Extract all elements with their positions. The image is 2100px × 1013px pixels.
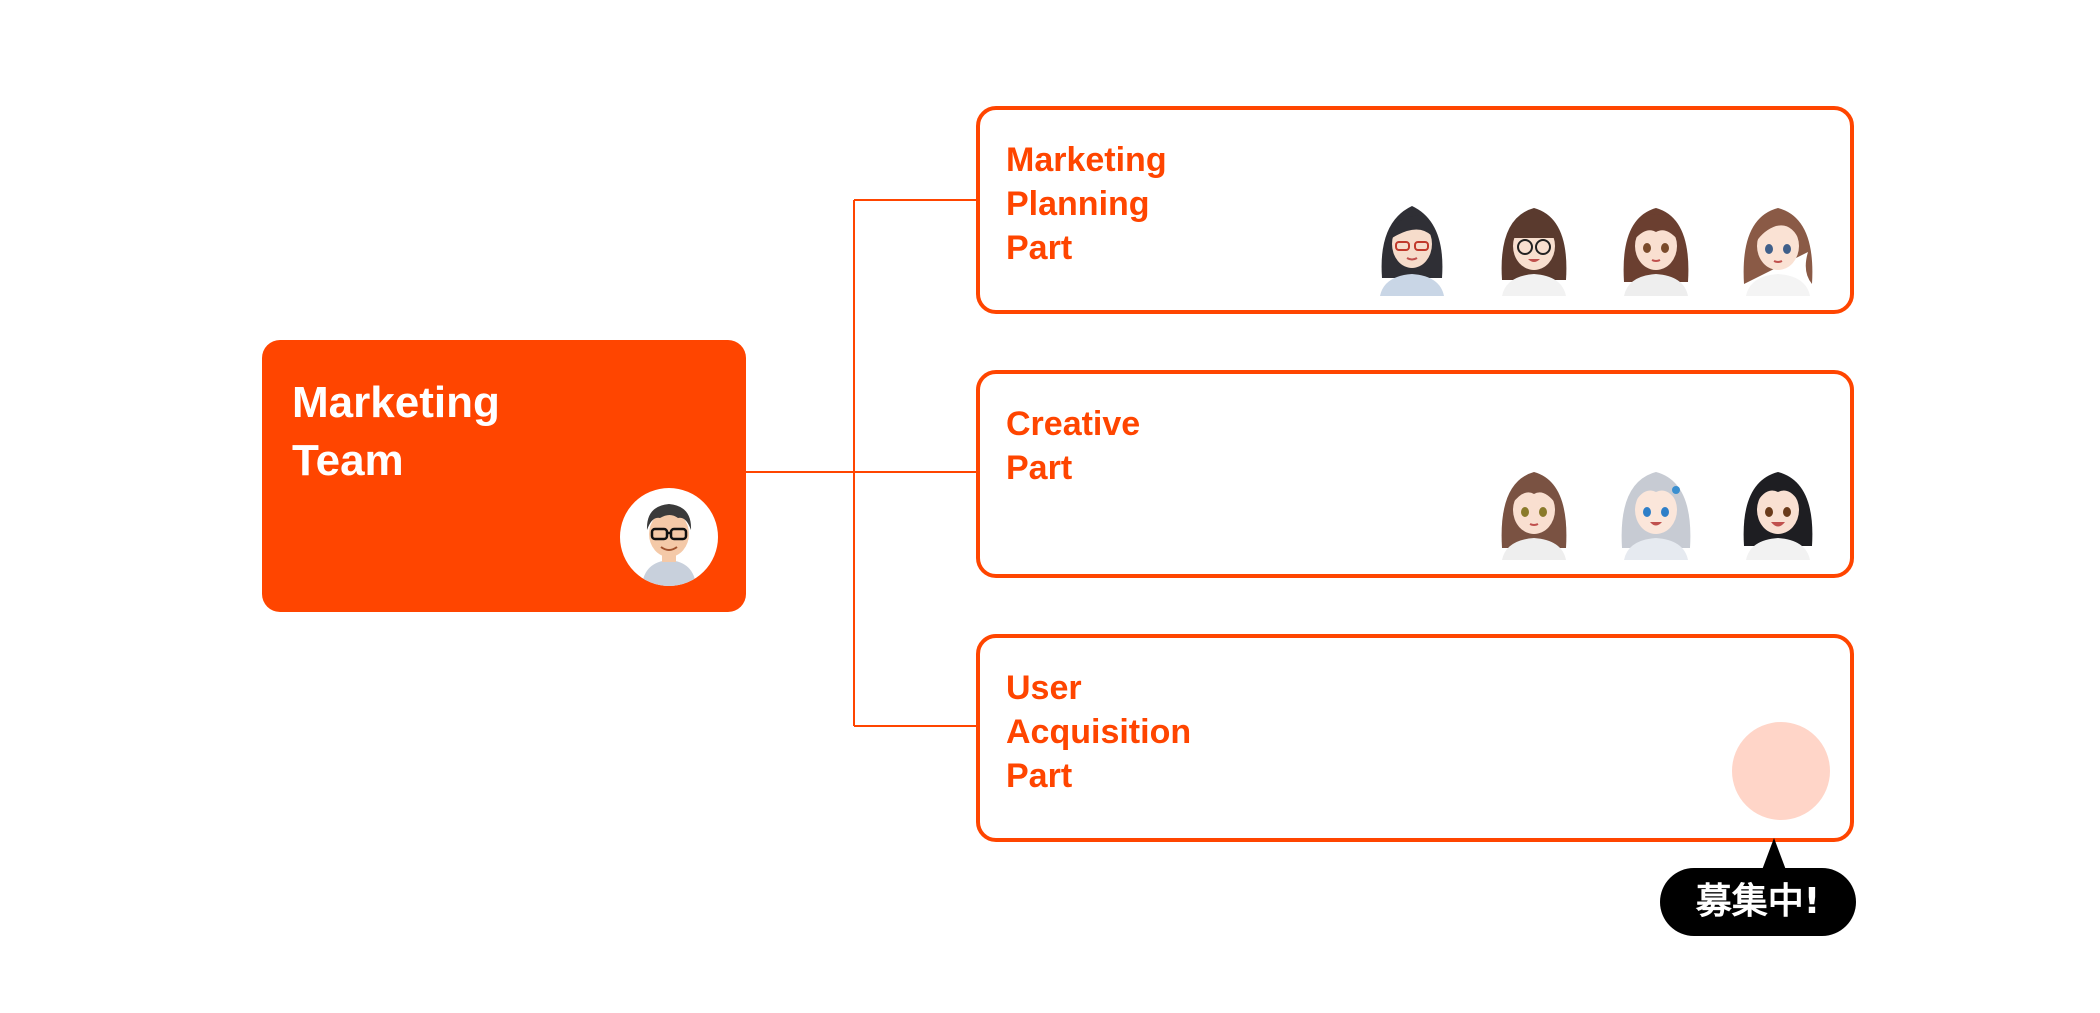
part-title-line: Part (1006, 757, 1073, 795)
part-title-line: Creative (1006, 405, 1141, 443)
user-acquisition-part-box: User Acquisition Part (976, 634, 1854, 842)
member-avatars (1366, 192, 1824, 296)
recruiting-badge-tail (1762, 838, 1786, 870)
creative-part-box: Creative Part (976, 370, 1854, 578)
team-title: Marketing Team (292, 374, 592, 490)
male-avatar-glasses-icon (620, 488, 718, 586)
part-title: User Acquisition Part (1006, 666, 1266, 798)
part-title-line: User (1006, 669, 1082, 707)
part-title-line: Part (1006, 229, 1073, 267)
recruiting-badge: 募集中! (1660, 868, 1856, 936)
female-avatar-brown-hair-icon (1623, 208, 1689, 296)
part-title-line: Part (1006, 449, 1073, 487)
female-avatar-black-hair-icon (1743, 472, 1813, 560)
member-avatars (1488, 456, 1824, 560)
female-avatar-long-dark-hair-glasses-icon (1380, 206, 1444, 296)
female-avatar-brown-hair-icon (1501, 472, 1567, 560)
female-avatar-wavy-brown-hair-icon (1743, 208, 1813, 296)
marketing-team-box: Marketing Team (262, 340, 746, 612)
part-title-line: Marketing (1006, 141, 1167, 179)
female-avatar-bangs-round-glasses-icon (1501, 208, 1567, 296)
part-title: Marketing Planning Part (1006, 138, 1266, 270)
part-title-line: Planning (1006, 185, 1150, 223)
marketing-planning-part-box: Marketing Planning Part (976, 106, 1854, 314)
team-title-line: Marketing (292, 378, 500, 427)
empty-seat-circle-icon (1732, 722, 1830, 820)
part-title-line: Acquisition (1006, 713, 1192, 751)
team-title-line: Team (292, 436, 404, 485)
part-title: Creative Part (1006, 402, 1266, 490)
female-avatar-silver-hair-icon (1621, 472, 1691, 560)
